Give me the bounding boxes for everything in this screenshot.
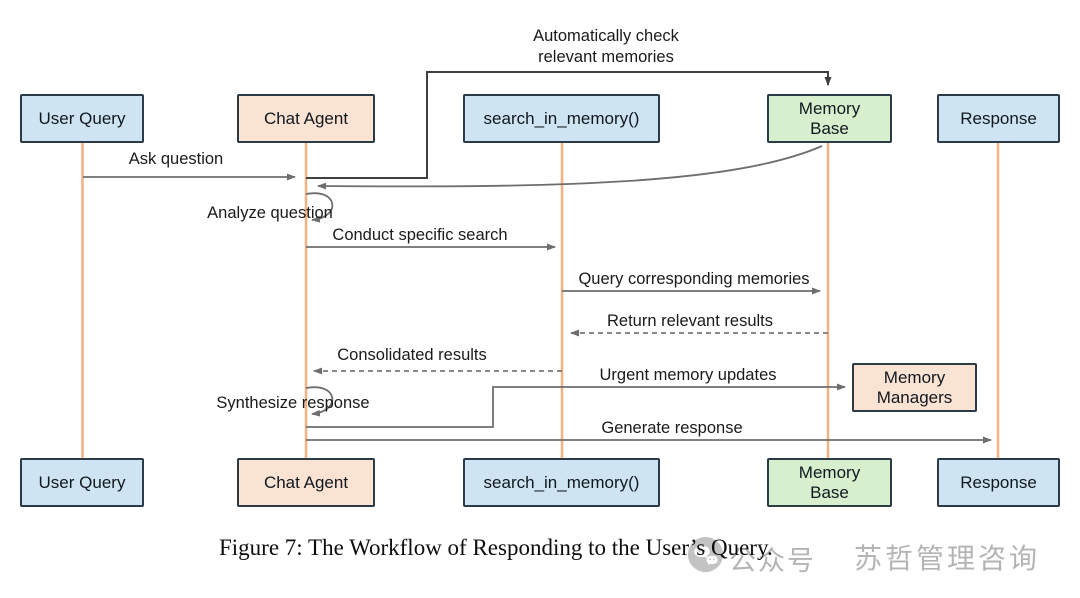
node-memory-managers: Memory Managers bbox=[852, 363, 977, 412]
label-consolidated-results: Consolidated results bbox=[337, 346, 487, 364]
label-synthesize-response: Synthesize response bbox=[216, 394, 370, 412]
label-automatically-check: Automatically check relevant memories bbox=[533, 27, 679, 66]
message-line-analyze-question-selfloop bbox=[305, 192, 334, 223]
actor-chat-agent-bottom: Chat Agent bbox=[237, 458, 375, 507]
actor-response-bottom: Response bbox=[937, 458, 1060, 507]
label-ask-question: Ask question bbox=[128, 150, 224, 168]
actor-response-top: Response bbox=[937, 94, 1060, 143]
message-line-urgent-memory-updates bbox=[306, 383, 846, 428]
actor-search-in-memory-top: search_in_memory() bbox=[463, 94, 660, 143]
actor-user-query-bottom: User Query bbox=[20, 458, 144, 507]
label-urgent-updates: Urgent memory updates bbox=[599, 366, 777, 384]
actor-memory-base-top: Memory Base bbox=[767, 94, 892, 143]
label-query-memories: Query corresponding memories bbox=[578, 270, 810, 288]
actor-memory-base-bottom: Memory Base bbox=[767, 458, 892, 507]
watermark-brand-text: 苏哲管理咨询 bbox=[854, 543, 1041, 574]
actor-user-query-top: User Query bbox=[20, 94, 144, 143]
label-return-results: Return relevant results bbox=[607, 312, 773, 330]
actor-search-in-memory-bottom: search_in_memory() bbox=[463, 458, 660, 507]
figure-caption: Figure 7: The Workflow of Responding to … bbox=[219, 535, 773, 560]
label-analyze-question: Analyze question bbox=[207, 204, 333, 222]
watermark-account-label: 公众号 bbox=[729, 546, 816, 576]
actor-chat-agent-top: Chat Agent bbox=[237, 94, 375, 143]
label-conduct-search: Conduct specific search bbox=[332, 226, 508, 244]
message-line-synthesize-response-selfloop bbox=[305, 386, 334, 417]
label-generate-response: Generate response bbox=[601, 419, 743, 437]
message-line-memory-return-curve bbox=[317, 145, 823, 190]
message-line-automatically-check bbox=[306, 71, 832, 179]
wechat-icon bbox=[687, 536, 724, 573]
